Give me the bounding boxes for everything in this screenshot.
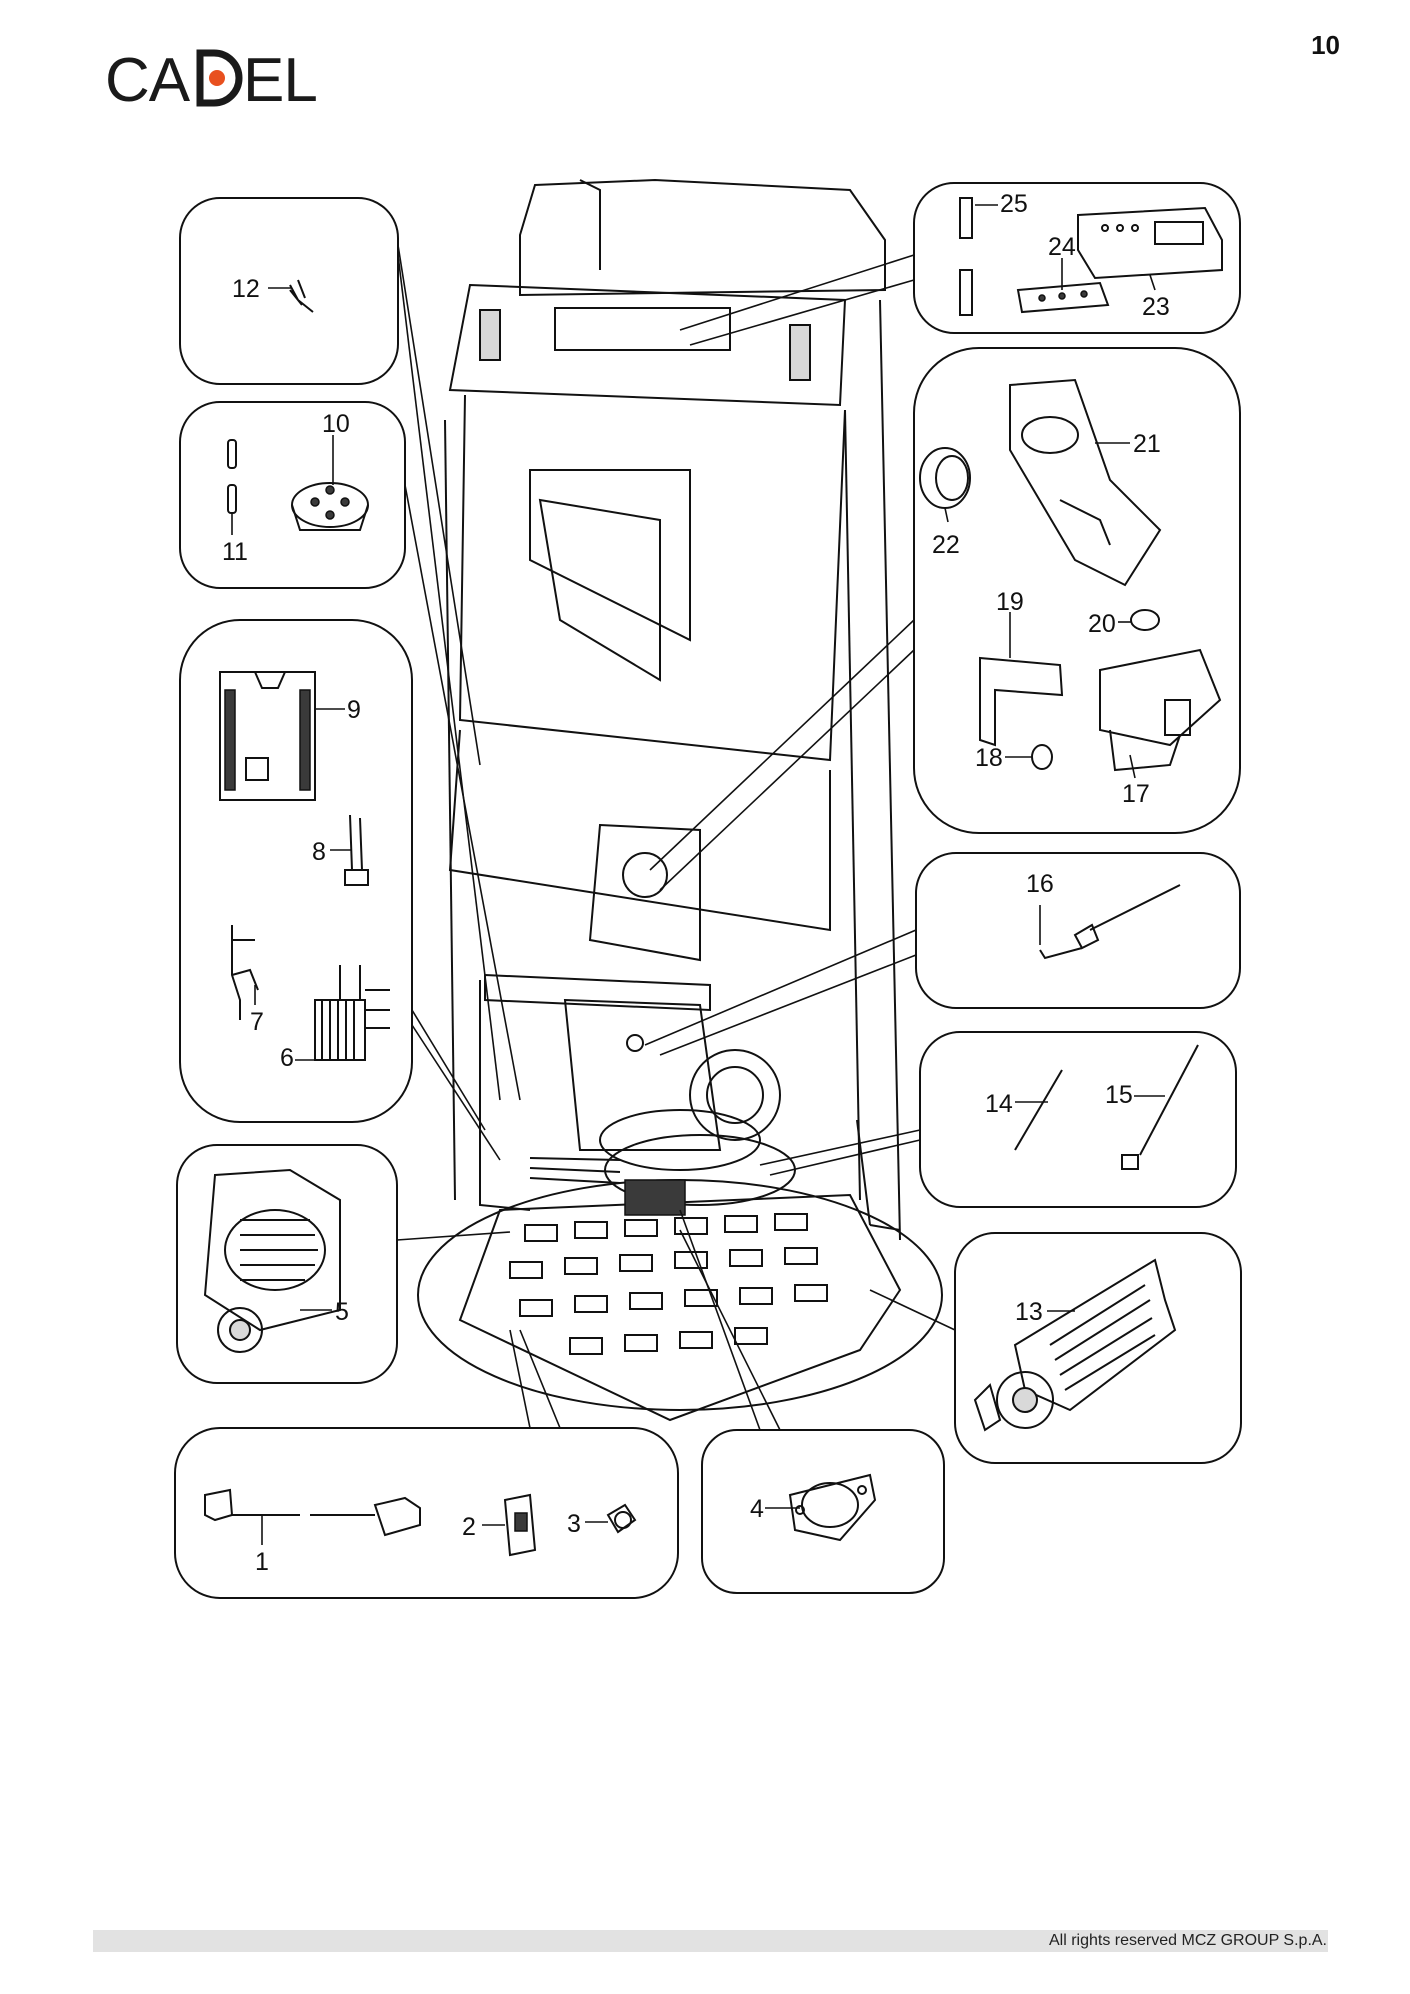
part-14-thermocouple: 14 [985, 1069, 1063, 1151]
hopper-top [519, 178, 886, 297]
part-20-bushing: 20 [1088, 609, 1160, 638]
left-panel-buttons [479, 309, 501, 361]
chute-inner [538, 498, 661, 682]
part-23-display-panel: 23 [1077, 206, 1223, 321]
callout-25: 25 [1000, 190, 1028, 218]
callout-20: 20 [1088, 610, 1116, 638]
panel-parts-23-25 [913, 182, 1241, 334]
part-21-ignition-unit: 21 [1009, 378, 1162, 587]
callout-12: 12 [232, 275, 260, 303]
callout-8: 8 [312, 838, 326, 866]
callout-11: 11 [222, 538, 248, 566]
panel-part-13 [954, 1232, 1242, 1464]
panel-parts-17-22 [913, 347, 1241, 834]
callout-7: 7 [250, 1008, 264, 1036]
footer-copyright: All rights reserved MCZ GROUP S.p.A. [1049, 1932, 1327, 1949]
callout-2: 2 [462, 1513, 476, 1541]
panel-part-16 [915, 852, 1241, 1009]
part-10-pressure-switch: 10 [291, 410, 369, 531]
stove-main-assembly [417, 178, 943, 1422]
footer-bar [93, 1930, 1328, 1952]
lower-left-panel [479, 980, 531, 1211]
callout-10: 10 [322, 410, 350, 438]
fan-base [604, 1134, 796, 1206]
exhaust-fan-rotor [706, 1066, 764, 1124]
callout-24: 24 [1048, 233, 1076, 261]
part-19-bracket: 19 [979, 588, 1064, 747]
part-24-keypad: 24 [1016, 233, 1110, 314]
page-number: 10 [1311, 30, 1340, 60]
callout-9: 9 [347, 696, 361, 724]
grate-slots [509, 1213, 828, 1355]
right-panel-buttons [789, 324, 811, 381]
auger-tube [588, 823, 701, 962]
panel-parts-14-15 [919, 1031, 1237, 1208]
part-15-igniter: 15 [1105, 1044, 1199, 1170]
right-bracket [856, 1119, 901, 1231]
sensor-port [626, 1034, 644, 1052]
callout-4: 4 [750, 1495, 764, 1523]
callout-23: 23 [1142, 293, 1170, 321]
hopper-lower [448, 729, 831, 932]
panel-leader-lines [396, 244, 956, 1431]
display-window [554, 307, 731, 351]
callout-16: 16 [1026, 870, 1054, 898]
wire-bundle [529, 1157, 621, 1184]
logo-d-letter [196, 49, 243, 107]
hopper-edge [579, 179, 601, 270]
part-3-cable-gland: 3 [567, 1503, 637, 1538]
part-18-washer: 18 [975, 744, 1053, 772]
callout-14: 14 [985, 1090, 1013, 1118]
part-17-gear-motor: 17 [1099, 648, 1222, 808]
logo-orange-dot [209, 70, 225, 86]
logo-text-right: EL [243, 46, 317, 110]
part-6-terminal-block: 6 [280, 965, 390, 1072]
combustion-chamber [563, 998, 722, 1151]
part-13-tangential-fan: 13 [973, 1258, 1177, 1432]
callout-22: 22 [932, 531, 960, 559]
part-5-tangential-fan: 5 [203, 1168, 349, 1353]
panel-part-12 [179, 197, 399, 385]
exhaust-fan-housing [689, 1049, 781, 1141]
callout-13: 13 [1015, 1298, 1043, 1326]
cross-bar [484, 973, 711, 1012]
part-16-probe: 16 [1026, 870, 1181, 960]
callout-15: 15 [1105, 1081, 1133, 1109]
part-1-power-cable: 1 [204, 1488, 421, 1576]
part-8-wiring-harness: 8 [312, 814, 369, 886]
callout-6: 6 [280, 1044, 294, 1072]
hopper-body [458, 394, 846, 762]
part-11-fuse: 11 [222, 439, 248, 566]
right-inner-frame [844, 409, 861, 1201]
callout-5: 5 [335, 1298, 349, 1326]
panel-parts-1-3 [174, 1427, 679, 1599]
callout-3: 3 [567, 1510, 581, 1538]
callout-19: 19 [996, 588, 1024, 616]
callout-21: 21 [1133, 430, 1161, 458]
part-22-flange: 22 [919, 447, 971, 559]
callout-1: 1 [255, 1548, 269, 1576]
part-25-bracket: 25 [959, 190, 1028, 316]
part-7-cable: 7 [231, 925, 264, 1036]
control-panel-housing [448, 283, 847, 407]
combustion-ring [599, 1109, 761, 1171]
callout-17: 17 [1122, 780, 1150, 808]
part-12-thermostat: 12 [232, 275, 314, 313]
auger-opening [622, 852, 668, 898]
part-9-control-board: 9 [219, 671, 361, 801]
panel-parts-6-9 [179, 619, 413, 1123]
panel-part-4 [701, 1429, 945, 1594]
panel-parts-10-11 [179, 401, 406, 589]
floor-grate [458, 1193, 902, 1422]
motor-block [624, 1179, 686, 1216]
part-2-power-switch: 2 [462, 1493, 537, 1557]
logo-text-left: CA [105, 46, 191, 110]
callout-18: 18 [975, 744, 1003, 772]
feed-chute [529, 469, 691, 642]
part-4-gasket: 4 [750, 1473, 877, 1542]
right-frame [879, 299, 901, 1241]
cadel-logo: CA EL [105, 46, 318, 110]
